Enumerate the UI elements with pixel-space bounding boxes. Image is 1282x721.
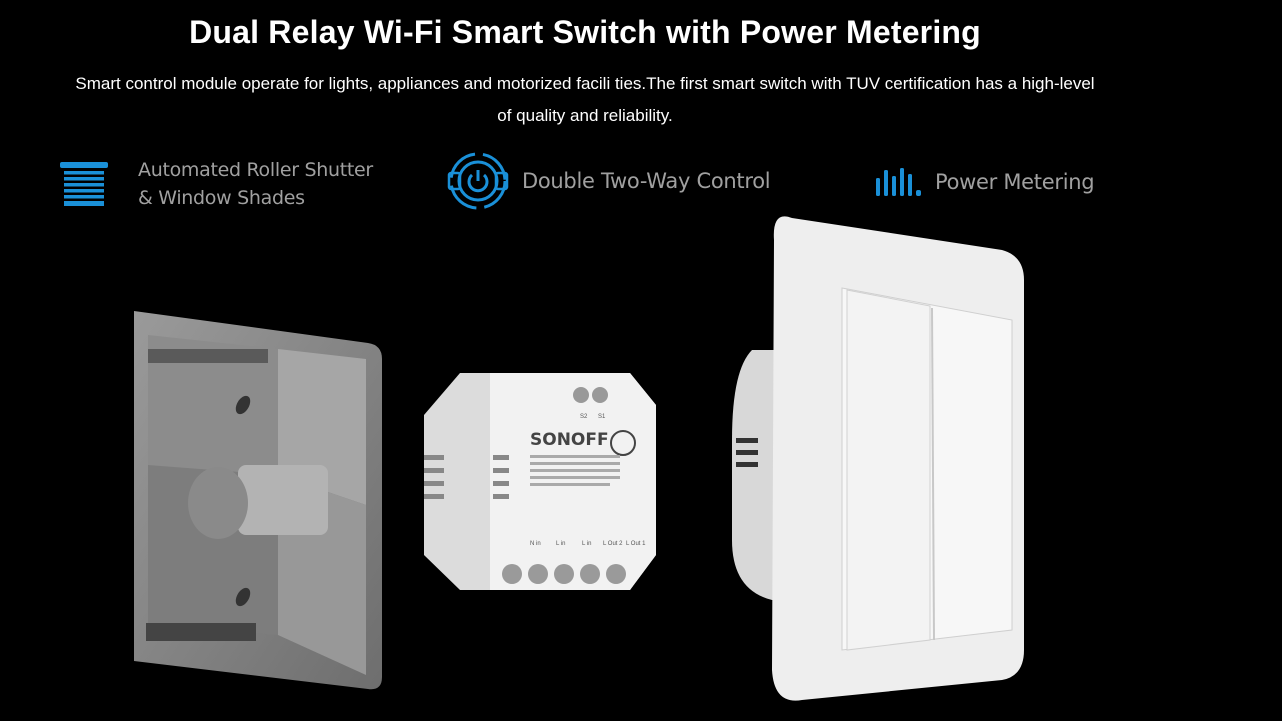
terminal-label: L in (556, 541, 565, 547)
feature-label: Automated Roller Shutter (138, 159, 373, 181)
feature-label: & Window Shades (138, 187, 305, 209)
sonoff-logo: SONOFF (530, 430, 609, 450)
power-bars-icon (876, 168, 921, 196)
subtitle-line-2: of quality and reliability. (497, 106, 673, 125)
two-way-power-icon (447, 152, 509, 210)
feature-label: Power Metering (935, 170, 1095, 194)
wall-back-box-image (134, 311, 382, 690)
feature-roller-shutter: Automated Roller Shutter & Window Shades (58, 156, 373, 212)
terminal-label: S1 (598, 414, 606, 420)
page-title: Dual Relay Wi-Fi Smart Switch with Power… (189, 14, 981, 50)
subtitle-line-1: Smart control module operate for lights,… (75, 74, 1095, 93)
terminal-label: L Out 1 (626, 541, 646, 547)
terminal-label: N in (530, 541, 541, 547)
sonoff-dual-relay-module-image: S2 S1 SONOFF N in L in L in L Out 2 L Ou… (424, 373, 656, 590)
feature-two-way-control: Double Two-Way Control (446, 151, 771, 211)
feature-power-metering: Power Metering (875, 166, 1095, 198)
double-wall-switch-image (732, 216, 1024, 701)
page-subtitle: Smart control module operate for lights,… (40, 68, 1130, 132)
terminal-label: L in (582, 541, 591, 547)
terminal-label: S2 (580, 414, 588, 420)
feature-label: Double Two-Way Control (522, 169, 771, 193)
roller-shutter-icon (60, 162, 108, 206)
terminal-label: L Out 2 (603, 541, 623, 547)
